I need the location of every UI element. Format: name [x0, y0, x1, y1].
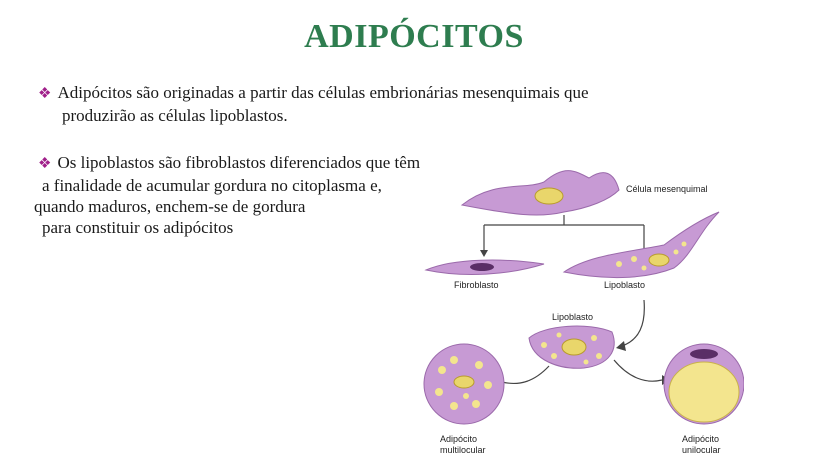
- adipocyte-differentiation-figure: Célula mesenquimal Fibroblasto Lipoblast…: [423, 170, 744, 455]
- label-fibroblast: Fibroblasto: [454, 280, 499, 290]
- label-multilocular-1: Adipócito: [440, 434, 477, 444]
- paragraph-lipoblasts: ❖ Os lipoblastos são fibroblastos diferen…: [34, 152, 498, 238]
- label-mesenchymal: Célula mesenquimal: [626, 184, 708, 194]
- paragraph-lipoblasts-line2: a finalidade de acumular gordura no cito…: [42, 176, 382, 195]
- diamond-bullet-icon: ❖: [38, 86, 52, 102]
- adipocyte-multilocular: [423, 343, 505, 425]
- fibroblast-cell: [424, 259, 545, 276]
- paragraph-lipoblasts-line4: para constituir os adipócitos: [42, 218, 234, 237]
- diamond-bullet-icon: ❖: [38, 156, 52, 172]
- paragraph-lipoblasts-line1: Os lipoblastos são fibroblastos diferenc…: [57, 153, 421, 172]
- curved-arrows: [501, 359, 663, 385]
- mesenchymal-cell: [460, 170, 620, 216]
- paragraph-origin-line2: produzirão as células lipoblastos.: [62, 106, 288, 125]
- paragraph-lipoblasts-line3: quando maduros, enchem-se de gordura: [34, 197, 306, 216]
- label-unilocular-1: Adipócito: [682, 434, 719, 444]
- connector-lines: [483, 215, 645, 347]
- label-multilocular-2: multilocular: [440, 445, 486, 455]
- paragraph-origin-line1: Adipócitos são originadas a partir das c…: [57, 83, 589, 102]
- page-title: ADIPÓCITOS: [304, 18, 524, 55]
- paragraph-origin: ❖ Adipócitos são originadas a partir das …: [38, 82, 678, 126]
- label-lipoblast-top: Lipoblasto: [604, 280, 645, 290]
- adipocyte-unilocular: [663, 343, 744, 425]
- lipoblast-cell-top: [562, 211, 720, 279]
- curved-arrow-heads: [494, 375, 670, 387]
- label-unilocular-2: unilocular: [682, 445, 721, 455]
- lipoblast-cell-center: [528, 325, 615, 369]
- label-lipoblast-center: Lipoblasto: [552, 312, 593, 322]
